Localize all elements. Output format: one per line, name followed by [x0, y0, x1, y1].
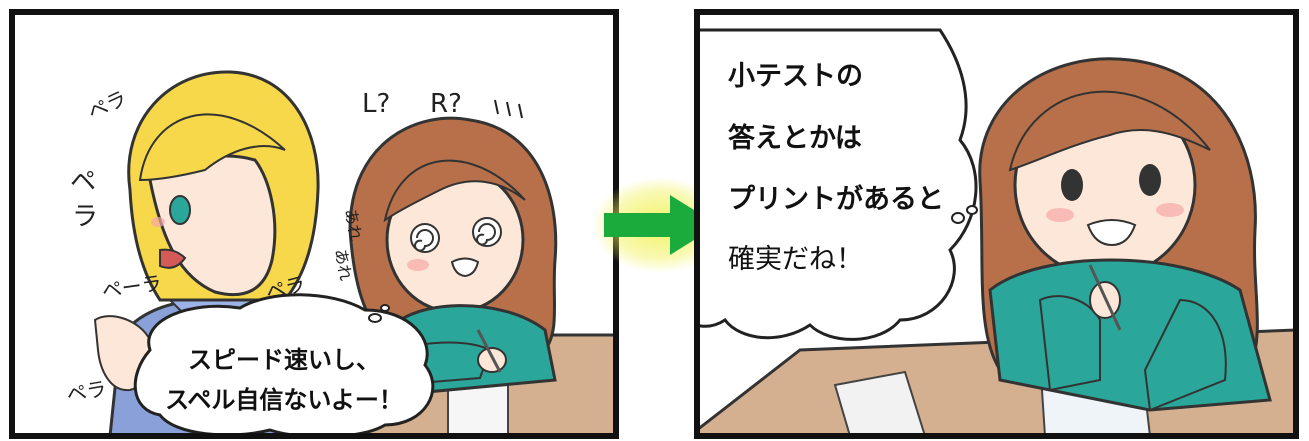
speech-line-1: スピード速いし、 [188, 346, 380, 374]
paper-right-1 [833, 370, 927, 436]
sfx-ra: ラ [72, 202, 98, 232]
thought-bubble: 小テストの 答えとかは プリントがあると 確実だね！ [697, 28, 978, 341]
thought-line-1: 小テストの [728, 61, 863, 92]
sfx-l-question: L? [362, 89, 390, 119]
right-panel-frame [694, 9, 1299, 439]
happy-girl [978, 57, 1272, 412]
thought-line-4: 確実だね！ [728, 244, 863, 275]
speech-line-2: スペル自信ないよー！ [165, 386, 403, 414]
sfx-pe: ペ [70, 167, 96, 197]
right-panel: 小テストの 答えとかは プリントがあると 確実だね！ [697, 12, 1296, 436]
confusion-marks [494, 99, 523, 119]
arrow-right-icon [604, 195, 718, 255]
sfx-r-question: R? [430, 89, 462, 119]
speech-bubble: スピード速いし、 スペル自信ないよー！ [133, 293, 435, 436]
thought-line-3: プリントがあると [728, 183, 944, 215]
thought-line-2: 答えとかは [728, 122, 862, 154]
left-panel: ペラ ペ ラ ペーラ ペラ ペラ L? R? あれ あれ スピード速いし、 スペ… [12, 12, 616, 436]
